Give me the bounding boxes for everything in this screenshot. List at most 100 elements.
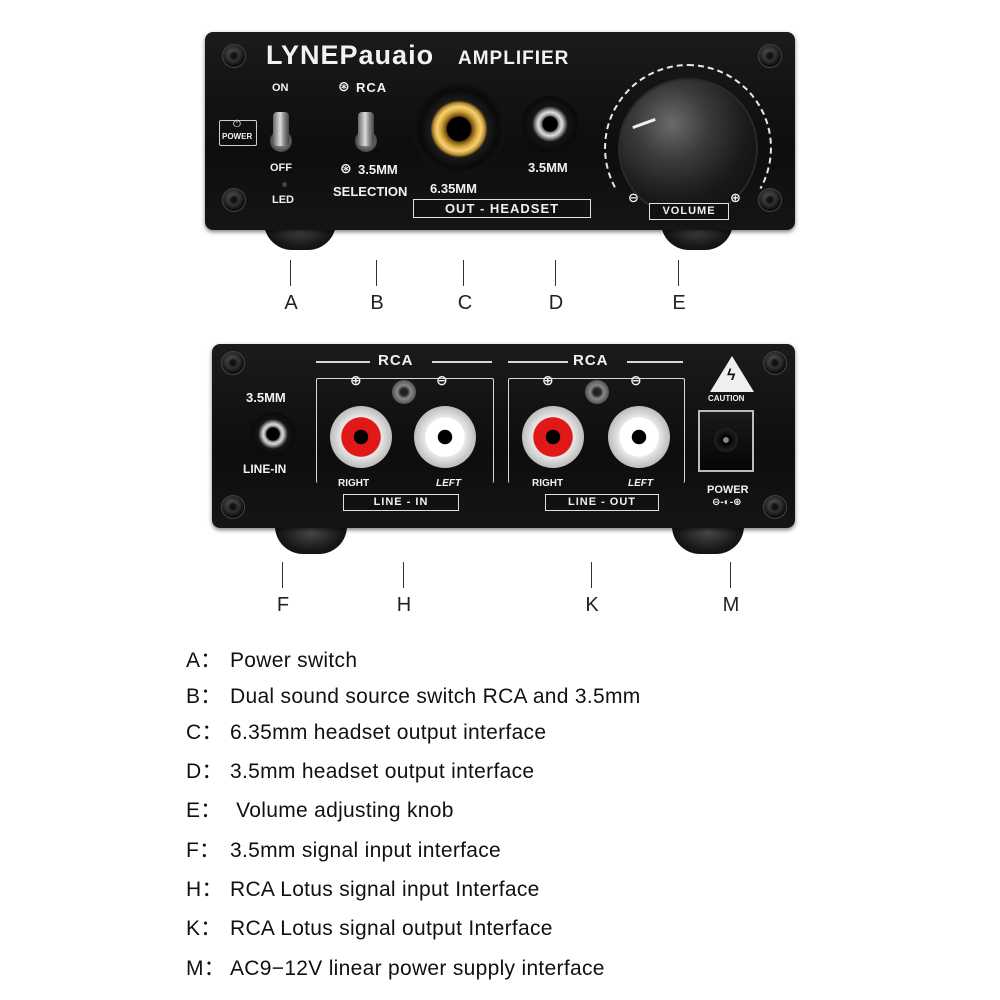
legend-key: B： (186, 685, 222, 708)
ground-screw-icon (392, 380, 416, 404)
lightning-icon: ϟ (727, 367, 736, 384)
screw-icon (763, 495, 787, 519)
legend-item-d: D： 3.5mm headset output interface (186, 755, 534, 785)
volume-minus-icon: ⊖ (628, 190, 639, 205)
mm35-selector-label: 3.5MM (358, 162, 398, 177)
power-label: POWER (707, 484, 749, 496)
rca-out-left-label: LEFT (628, 478, 653, 489)
legend-item-a: A： Power switch (186, 644, 357, 674)
legend-key: D： (186, 760, 223, 783)
screw-icon (763, 351, 787, 375)
ground-screw-icon (585, 380, 609, 404)
caution-icon (710, 356, 754, 392)
mm35-out-label: 3.5MM (528, 160, 568, 175)
polarity-icon: ⊖-◐-⊕ (712, 497, 742, 508)
rca-out-right-jack[interactable] (522, 406, 584, 468)
line-in-side-label: LINE-IN (243, 462, 287, 476)
callout-line-e (678, 260, 679, 286)
screw-icon (222, 44, 246, 68)
line-in-frame (316, 378, 494, 483)
legend-key: H： (186, 878, 223, 901)
legend-key: C： (186, 721, 223, 744)
power-badge (219, 120, 257, 146)
callout-a: A (284, 292, 298, 314)
legend-text: 6.35mm headset output interface (230, 721, 547, 744)
line-in-label: LINE - IN (343, 494, 459, 511)
legend-item-k: K：RCA Lotus signal output Interface (186, 912, 553, 942)
callout-line-k (591, 562, 592, 588)
line-out-frame (508, 378, 685, 483)
legend-text: RCA Lotus signal input Interface (230, 878, 540, 901)
plus-icon: ⊕ (542, 372, 554, 388)
volume-knob[interactable] (620, 80, 756, 216)
legend-text: 3.5mm headset output interface (230, 760, 535, 783)
legend-item-b: B： Dual sound source switch RCA and 3.5mm (186, 680, 641, 710)
headphone-jack-635[interactable] (413, 83, 505, 175)
dc-power-jack-hole (714, 428, 738, 452)
screw-icon (758, 188, 782, 212)
source-switch[interactable] (358, 112, 374, 146)
rca-in-right-label: RIGHT (338, 478, 370, 489)
rca-out-left-jack[interactable] (608, 406, 670, 468)
callout-line-b (376, 260, 377, 286)
divider (627, 361, 683, 363)
input-icon: ⊛ (340, 160, 352, 176)
line-in-35-label: 3.5MM (246, 390, 286, 405)
rca-in-right-jack[interactable] (330, 406, 392, 468)
line-in-35-jack[interactable] (251, 412, 295, 456)
legend-text: Dual sound source switch RCA and 3.5mm (230, 685, 641, 708)
callout-line-f (282, 562, 283, 588)
rca-selector-label: RCA (356, 80, 388, 95)
legend-key: K： (186, 917, 222, 940)
legend-text: Volume adjusting knob (230, 799, 454, 822)
power-switch[interactable] (273, 112, 289, 146)
screw-icon (758, 44, 782, 68)
volume-plus-icon: ⊕ (730, 190, 741, 205)
volume-label: VOLUME (649, 203, 729, 220)
off-label: OFF (270, 162, 292, 174)
callout-line-m (730, 562, 731, 588)
minus-icon: ⊖ (436, 372, 448, 388)
callout-line-a (290, 260, 291, 286)
line-out-label: LINE - OUT (545, 494, 659, 511)
brand-logo: LYNEPauaio (266, 40, 435, 70)
rca-out-title: RCA (573, 352, 609, 369)
rca-in-left-label: LEFT (436, 478, 461, 489)
legend-item-m: M：AC9−12V linear power supply interface (186, 952, 605, 982)
headphone-jack-35[interactable] (522, 96, 578, 152)
input-icon: ⊛ (338, 78, 350, 94)
screw-icon (221, 495, 245, 519)
plus-icon: ⊕ (350, 372, 362, 388)
legend-item-c: C： 6.35mm headset output interface (186, 716, 546, 746)
legend-text: AC9−12V linear power supply interface (230, 957, 605, 980)
divider (432, 361, 492, 363)
callout-k: K (585, 594, 599, 616)
rca-out-right-label: RIGHT (532, 478, 564, 489)
on-label: ON (272, 82, 289, 94)
legend-text: 3.5mm signal input interface (230, 839, 502, 862)
divider (316, 361, 370, 363)
callout-line-d (555, 260, 556, 286)
power-badge-label: POWER (222, 132, 253, 141)
caution-label: CAUTION (708, 394, 745, 403)
minus-icon: ⊖ (630, 372, 642, 388)
rca-in-left-jack[interactable] (414, 406, 476, 468)
callout-c: C (457, 292, 473, 314)
led-label: LED (272, 194, 294, 206)
led-indicator (282, 182, 287, 187)
rca-in-title: RCA (378, 352, 414, 369)
callout-b: B (370, 292, 384, 314)
callout-line-h (403, 562, 404, 588)
divider (508, 361, 568, 363)
legend-item-f: F：3.5mm signal input interface (186, 834, 501, 864)
callout-d: D (548, 292, 564, 314)
out-headset-label: OUT - HEADSET (413, 199, 591, 218)
legend-key: A： (186, 649, 222, 672)
legend-text: Power switch (230, 649, 358, 672)
back-left-foot (275, 526, 347, 554)
callout-f: F (276, 594, 290, 616)
screw-icon (221, 351, 245, 375)
legend-key: E： (186, 799, 222, 822)
legend-item-h: H： RCA Lotus signal input Interface (186, 873, 540, 903)
callout-line-c (463, 260, 464, 286)
